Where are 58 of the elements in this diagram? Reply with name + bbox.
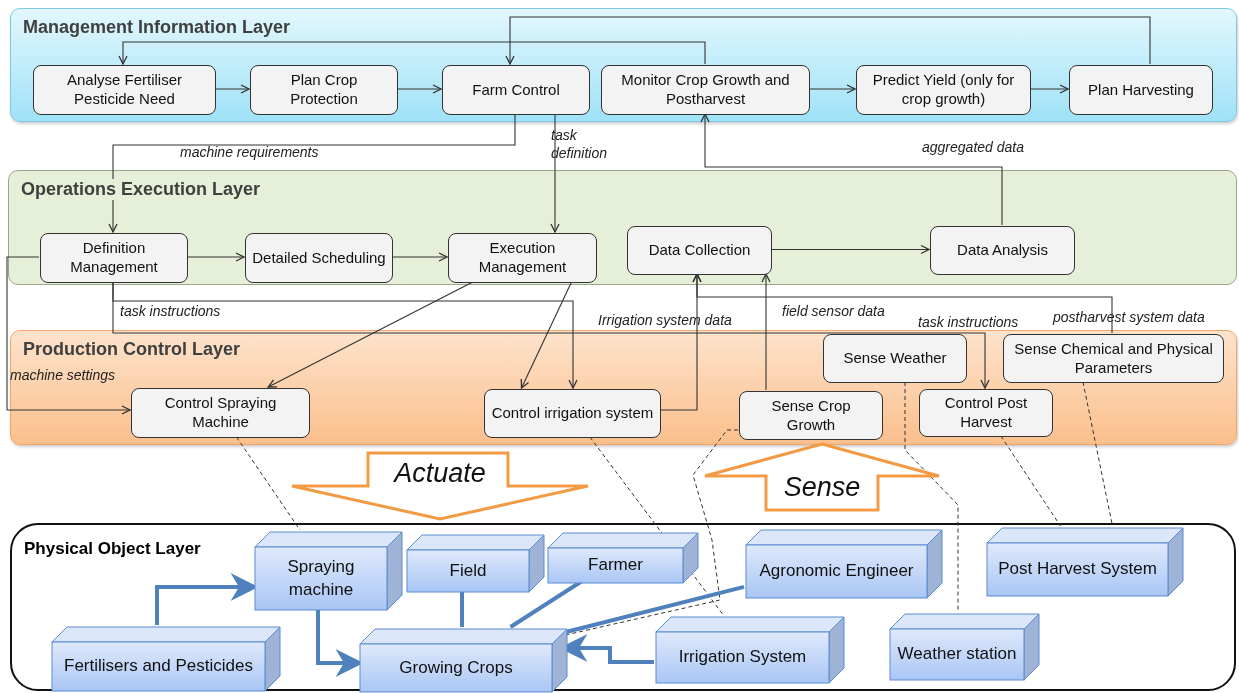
layer-title: Production Control Layer xyxy=(23,339,240,360)
process-box: Execution Management xyxy=(448,233,597,283)
arrow xyxy=(6,256,131,415)
arrow xyxy=(808,84,856,94)
process-box: Sense Weather xyxy=(823,334,967,383)
arrow xyxy=(700,113,1003,226)
arrow xyxy=(267,281,474,388)
layer-panel xyxy=(10,8,1237,122)
edge-label: machine settings xyxy=(10,367,116,385)
arrow xyxy=(770,244,930,255)
arrow xyxy=(1029,84,1069,94)
process-box: Sense Crop Growth xyxy=(739,391,883,440)
process-box: Data Collection xyxy=(627,226,772,275)
arrow xyxy=(396,84,442,94)
process-box: Control Post Harvest xyxy=(919,389,1053,437)
edge-label: Irrigation system data xyxy=(598,312,732,330)
block-arrow: Sense xyxy=(703,443,941,511)
process-box: Predict Yield (only for crop growth) xyxy=(856,65,1031,115)
dashed-line xyxy=(904,381,959,613)
arrow xyxy=(550,113,560,233)
arrow xyxy=(214,84,250,94)
layer-panel xyxy=(10,330,1237,445)
layer-panel xyxy=(10,523,1236,691)
layer-panel xyxy=(8,170,1237,285)
process-box: Farm Control xyxy=(442,65,590,115)
process-box: Sense Chemical and Physical Parameters xyxy=(1003,334,1224,383)
process-box: Monitor Crop Growth and Postharvest xyxy=(601,65,810,115)
link-line xyxy=(460,590,464,627)
edge-label: task definition xyxy=(551,127,609,162)
edge-label: task instructions xyxy=(918,314,1019,332)
dashed-line xyxy=(589,436,724,616)
arrow xyxy=(520,281,573,389)
layer-title: Management Information Layer xyxy=(23,17,291,38)
arrow xyxy=(118,41,706,65)
edge-label: aggregated data xyxy=(922,139,1024,157)
arrow xyxy=(112,281,990,389)
edge-label: machine requirements xyxy=(180,144,319,162)
edge-label: postharvest system data xyxy=(1053,309,1205,327)
process-box: Plan Crop Protection xyxy=(250,65,398,115)
process-box: Data Analysis xyxy=(930,226,1075,275)
arrow xyxy=(186,252,245,262)
edge-label: field sensor data xyxy=(782,303,885,321)
process-box: Definition Management xyxy=(40,233,188,283)
arrow xyxy=(692,273,1113,334)
arrow xyxy=(391,252,448,262)
process-box: Detailed Scheduling xyxy=(245,233,393,283)
layer-title: Operations Execution Layer xyxy=(21,179,261,200)
block-arrow: Actuate xyxy=(290,452,590,520)
dashed-line xyxy=(1000,435,1061,527)
arrow xyxy=(761,273,771,391)
edge-label: task instructions xyxy=(120,303,221,321)
process-box: Control Spraying Machine xyxy=(131,388,310,438)
process-box: Plan Harvesting xyxy=(1069,65,1213,115)
process-box: Control irrigation system xyxy=(484,389,661,438)
arrow xyxy=(505,16,1151,65)
arrow xyxy=(108,113,516,233)
layer-title: Physical Object Layer xyxy=(24,539,201,559)
process-box: Analyse Fertiliser Pesticide Need xyxy=(33,65,216,115)
